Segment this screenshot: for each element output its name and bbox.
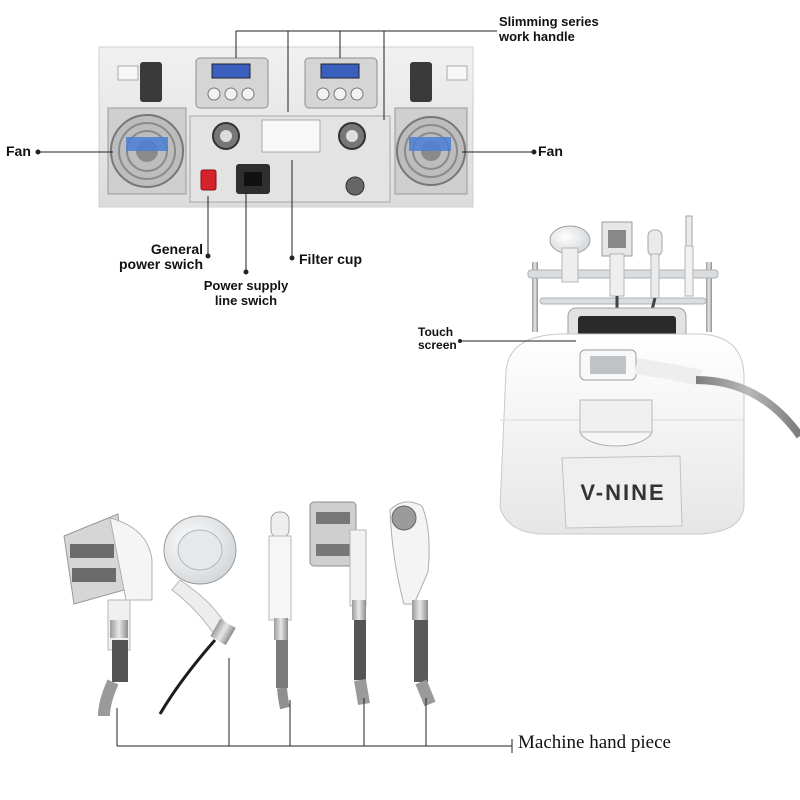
general-power-label-line2: power swich xyxy=(118,256,203,272)
back-panel xyxy=(98,46,474,208)
handle-connector-left xyxy=(195,57,269,109)
hand-piece-3 xyxy=(268,511,292,710)
power-supply-label-line1: Power supply xyxy=(203,278,289,293)
hand-piece-2 xyxy=(158,515,237,715)
hand-piece-leader xyxy=(116,658,513,753)
power-supply-label: Power supply line swich xyxy=(196,278,296,308)
general-power-label-line1: General xyxy=(150,241,203,257)
slimming-handle-label: Slimming series work handle xyxy=(499,14,599,44)
power-supply-label-line2: line swich xyxy=(214,293,278,308)
main-device xyxy=(499,215,800,535)
right-fan xyxy=(394,107,468,195)
hand-piece-5 xyxy=(389,501,436,707)
leader-dots xyxy=(35,149,537,275)
handle-connector-right xyxy=(304,57,378,109)
panel-leader-lines xyxy=(38,30,534,272)
touch-screen-label-line2: screen xyxy=(418,338,457,352)
general-power-label: General power swich xyxy=(96,242,203,272)
touch-screen-label: Touch screen xyxy=(418,326,457,352)
touch-screen-label-line1: Touch xyxy=(418,325,454,339)
slimming-handle-label-line1: Slimming series xyxy=(499,14,599,29)
hand-piece-4 xyxy=(309,501,370,705)
machine-hand-piece-label: Machine hand piece xyxy=(518,732,671,753)
slimming-handle-label-line2: work handle xyxy=(499,29,575,44)
filter-cup-label: Filter cup xyxy=(299,251,363,267)
power-switch xyxy=(200,169,217,191)
hand-piece-1 xyxy=(63,513,153,717)
left-fan xyxy=(107,107,187,195)
fan-left-label: Fan xyxy=(6,143,31,159)
device-brand-text: V-NINE xyxy=(580,480,666,505)
fan-right-label: Fan xyxy=(538,143,563,159)
